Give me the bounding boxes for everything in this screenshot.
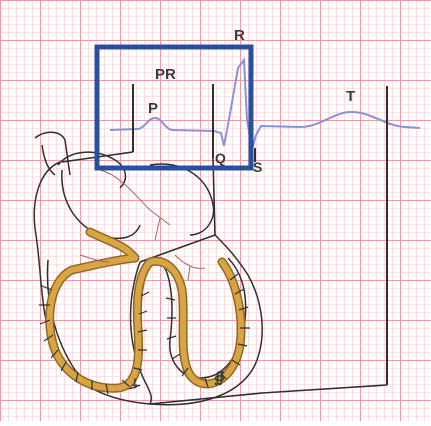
label-q: Q (215, 150, 226, 166)
label-p: P (148, 100, 158, 117)
signature-mark: ∯ (214, 369, 225, 386)
conduction-system (50, 232, 241, 388)
label-pr: PR (155, 66, 176, 83)
signature-squiggle: ⸸ (132, 377, 138, 391)
label-t: T (346, 88, 355, 105)
label-s: S (253, 159, 262, 175)
label-r: R (234, 27, 245, 44)
